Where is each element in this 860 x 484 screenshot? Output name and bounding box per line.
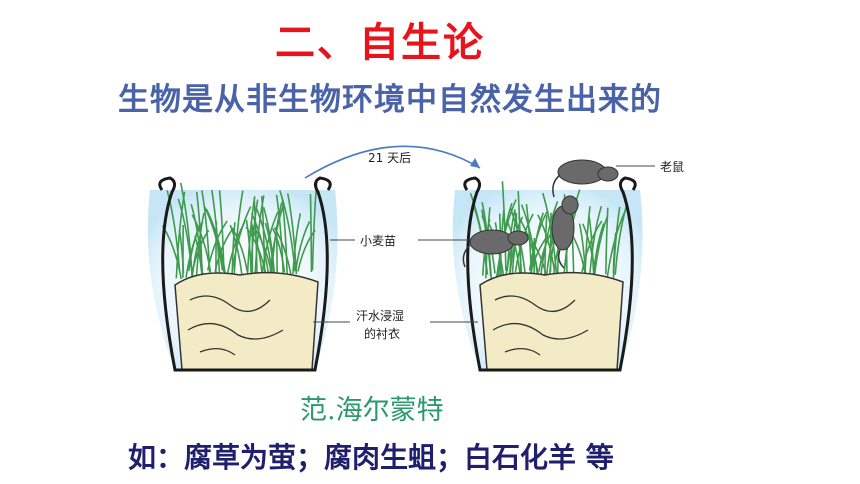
cloth-left	[174, 271, 319, 371]
examples-text: 如：腐草为萤；腐肉生蛆；白石化羊 等	[128, 441, 614, 474]
jar-right-outline	[463, 176, 637, 372]
scientist-name: 范.海尔蒙特	[300, 395, 444, 426]
mouse-climbing	[551, 195, 579, 269]
label-mice: 老鼠	[660, 160, 684, 174]
jar-left	[147, 176, 338, 372]
label-shirt-line2: 的衬衣	[364, 326, 400, 341]
label-shirt-line1: 汗水浸湿	[356, 308, 404, 323]
cloth-right	[479, 271, 624, 371]
time-arrow	[304, 145, 481, 179]
mouse-top	[552, 159, 619, 198]
mouse-ground	[462, 229, 529, 268]
label-wheat: 小麦苗	[360, 234, 396, 248]
jar-right	[452, 159, 643, 372]
page-title: 二、自生论	[275, 20, 485, 66]
arrow-label: 21 天后	[368, 151, 411, 165]
wheat-left	[161, 182, 318, 281]
jar-left-outline	[158, 176, 332, 372]
page-subtitle: 生物是从非生物环境中自然发生出来的	[118, 82, 662, 118]
